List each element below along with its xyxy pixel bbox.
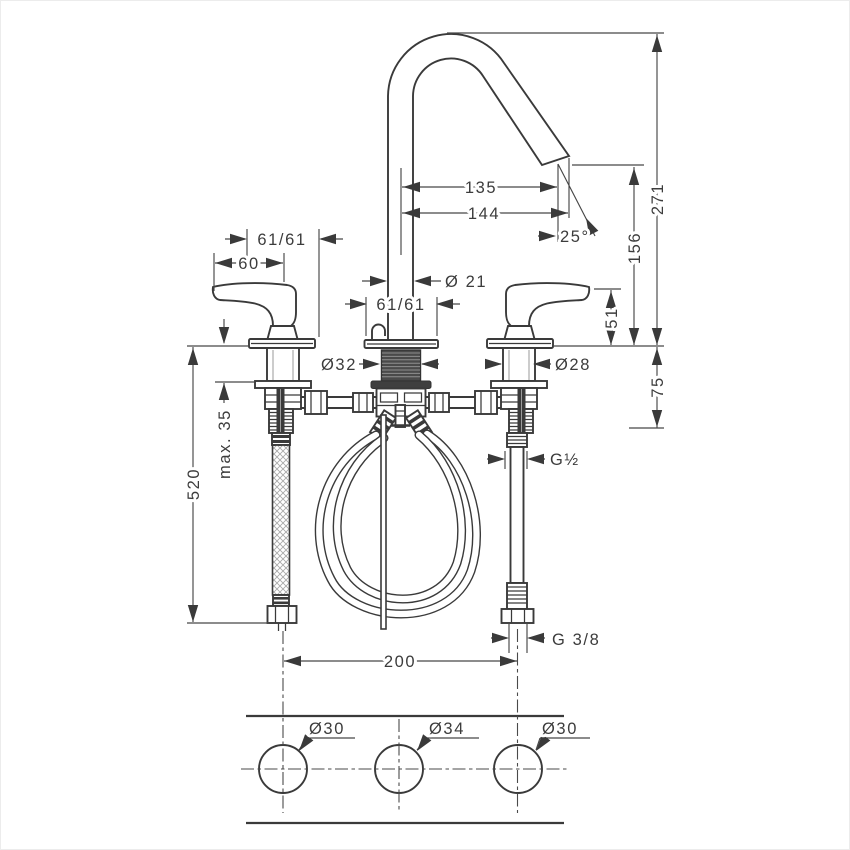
dim-hose-length: 520 [185, 468, 203, 500]
hose-loop [314, 429, 482, 619]
pop-up-rod [380, 414, 387, 630]
dim-top-pair: 61/61 [257, 231, 306, 249]
dim-spout-dia: Ø 21 [445, 273, 487, 291]
dim-shank-handle: Ø28 [555, 356, 591, 374]
dim-reach-outer: 144 [468, 205, 500, 223]
dim-height-outlet: 156 [626, 232, 644, 264]
dim-shank-center: Ø32 [321, 356, 357, 374]
dim-thread-supply: G½ [550, 451, 580, 469]
dim-hole-center: Ø34 [429, 720, 465, 738]
dim-thread-outlet: G 3/8 [552, 631, 600, 649]
left-supply-hose [266, 432, 298, 631]
dim-height-total: 271 [649, 183, 667, 215]
center-body [370, 349, 432, 418]
dim-angle: 25° [560, 228, 590, 246]
dim-hole-spacing: 200 [384, 653, 416, 671]
dim-depth-below: 75 [649, 376, 667, 398]
left-handle [211, 282, 316, 349]
left-valve-column [254, 347, 380, 436]
dim-center-pair: 61/61 [376, 296, 425, 314]
dimension-labels: 61/61 60 Ø 21 61/61 135 144 25° 271 156 … [182, 176, 670, 741]
dim-hole-left: Ø30 [309, 720, 345, 738]
spout [387, 33, 571, 342]
center-escutcheon [363, 323, 439, 349]
mounting-stud [391, 404, 410, 428]
right-handle [486, 282, 591, 349]
dim-hole-right: Ø30 [542, 720, 578, 738]
right-supply-pipe [500, 432, 535, 624]
dim-handle-width: 60 [238, 255, 260, 273]
dim-reach: 135 [465, 179, 497, 197]
dim-deck-max: max. 35 [216, 409, 234, 479]
dim-height-handle: 51 [603, 307, 621, 329]
